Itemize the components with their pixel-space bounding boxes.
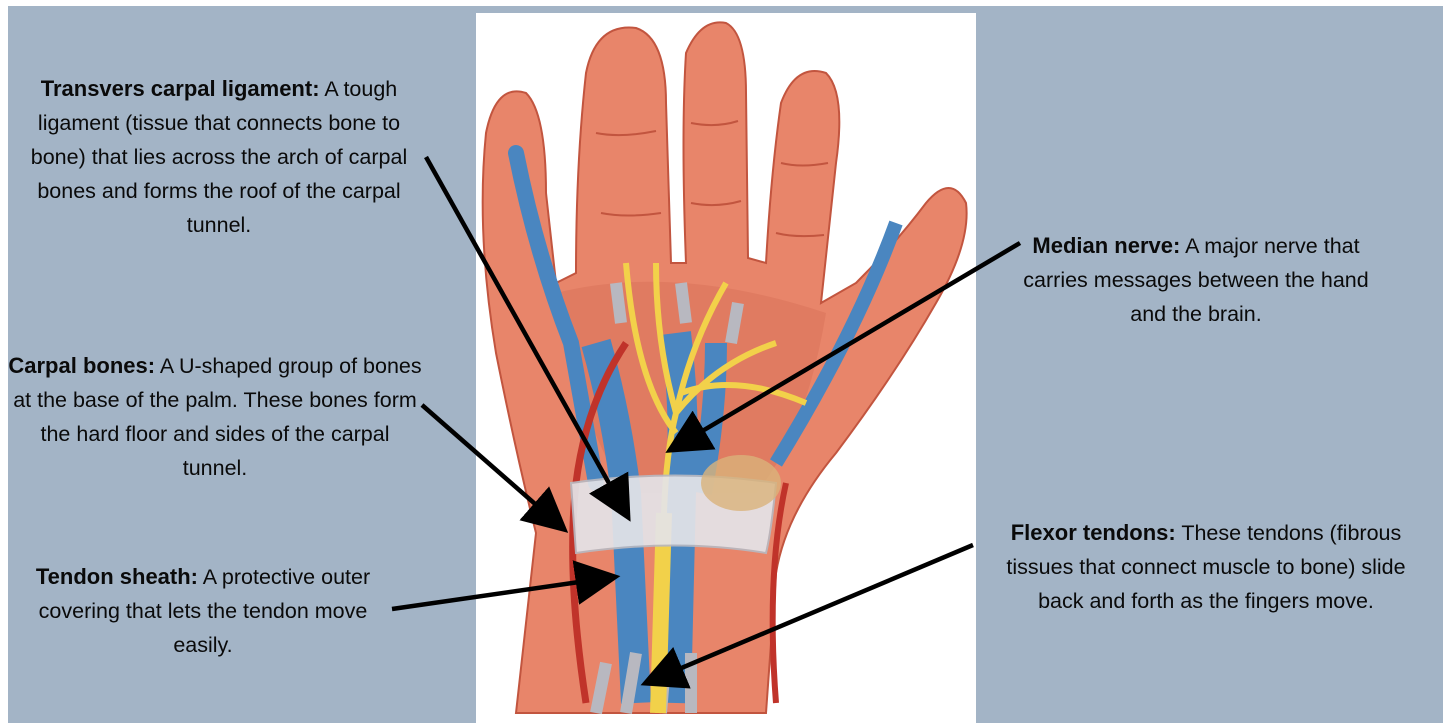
hand-anatomy-illustration xyxy=(476,13,976,723)
flexor-tendons-label: Flexor tendons: These tendons (fibrous t… xyxy=(986,516,1426,618)
label-description: A tough ligament (tissue that connects b… xyxy=(31,77,407,237)
label-term: Tendon sheath: xyxy=(36,564,198,589)
transverse-carpal-ligament-label: Transvers carpal ligament: A tough ligam… xyxy=(14,72,424,242)
label-term: Median nerve: xyxy=(1032,233,1180,258)
tendon-sheath-label: Tendon sheath: A protective outer coveri… xyxy=(8,560,398,662)
median-nerve-label: Median nerve: A major nerve that carries… xyxy=(1012,229,1380,331)
label-term: Flexor tendons: xyxy=(1011,520,1176,545)
label-term: Carpal bones: xyxy=(8,353,155,378)
label-term: Transvers carpal ligament: xyxy=(41,76,320,101)
carpal-bones-label: Carpal bones: A U-shaped group of bones … xyxy=(6,349,424,485)
